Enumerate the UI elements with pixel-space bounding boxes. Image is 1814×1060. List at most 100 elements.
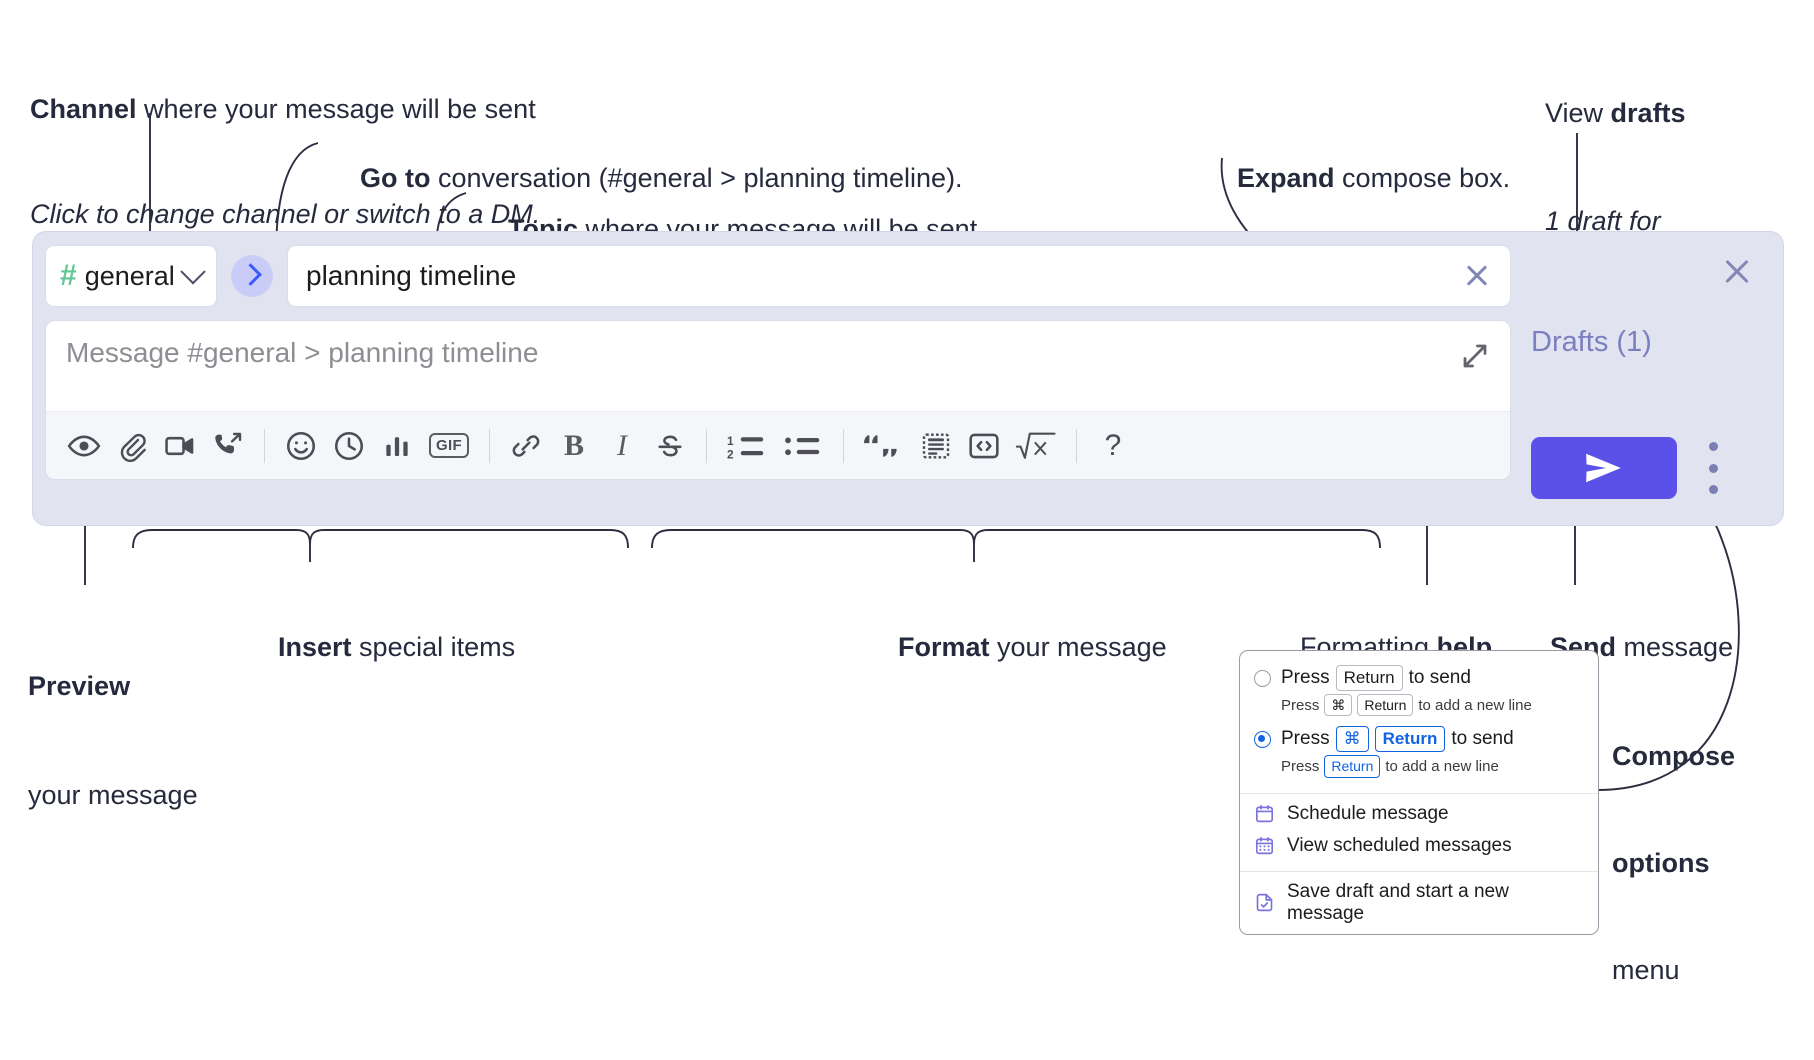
annotation-drafts-bold: drafts	[1610, 97, 1686, 128]
goto-conversation-button[interactable]	[231, 255, 273, 297]
gif-label: GIF	[429, 433, 469, 458]
channel-name-label: general	[84, 260, 175, 291]
annotation-channel-rest: where your message will be sent	[136, 94, 536, 125]
send-option-command-return[interactable]: Press ⌘ Return to send	[1240, 722, 1598, 753]
menu-item-save-draft[interactable]: Save draft and start a new message	[1240, 876, 1598, 930]
inline-code-icon[interactable]	[960, 422, 1008, 470]
annotation-format-rest: your message	[989, 632, 1167, 663]
annotation-drafts-pre: View	[1545, 97, 1611, 128]
chevron-right-icon	[239, 263, 262, 286]
annotation-preview-rest: your message	[28, 780, 198, 811]
compose-options-menu: Press Return to send Press ⌘ Return to a…	[1239, 650, 1599, 935]
key-command: ⌘	[1324, 694, 1353, 717]
close-icon[interactable]	[1460, 259, 1494, 293]
annotation-goto-bold: Go to	[360, 163, 431, 194]
send-option-return-sub: Press ⌘ Return to add a new line	[1240, 691, 1598, 722]
annotation-preview-bold: Preview	[28, 670, 131, 701]
drafts-link[interactable]: Drafts (1)	[1531, 326, 1652, 358]
annotation-expand-bold: Expand	[1237, 163, 1335, 194]
kebab-dot	[1708, 442, 1718, 451]
annotation-insert-bold: Insert	[278, 632, 352, 663]
toolbar-divider	[264, 428, 265, 463]
annotation-compose-options-bold1: Compose	[1612, 741, 1736, 772]
compose-right-rail: Drafts (1)	[1511, 232, 1783, 525]
menu-item-schedule-message-label: Schedule message	[1287, 802, 1449, 824]
bold-icon[interactable]: B	[550, 422, 598, 470]
message-input[interactable]: Message #general > planning timeline	[46, 321, 1510, 411]
gif-icon[interactable]: GIF	[421, 422, 477, 470]
radio-button-return[interactable]	[1254, 670, 1271, 687]
annotation-goto: Go to conversation (#general > planning …	[330, 126, 963, 231]
attachment-icon[interactable]	[108, 422, 156, 470]
send-option-command-return-label: Press ⌘ Return to send	[1281, 726, 1514, 753]
calendar-grid-icon	[1255, 837, 1274, 855]
compose-header-row: # general planning timeline	[45, 245, 1511, 307]
blockquote-icon[interactable]	[856, 422, 912, 470]
video-camera-icon[interactable]	[156, 422, 204, 470]
send-option-return-label: Press Return to send	[1281, 665, 1471, 692]
option2-sub-press: Press	[1281, 757, 1320, 775]
send-button[interactable]	[1531, 437, 1677, 499]
more-options-icon[interactable]	[1701, 442, 1725, 494]
annotation-send-rest: message	[1616, 632, 1734, 663]
help-icon[interactable]: ?	[1089, 422, 1137, 470]
annotation-insert-rest: special items	[351, 632, 516, 663]
toolbar-divider	[843, 428, 844, 463]
annotation-format: Format your message	[868, 595, 1167, 700]
key-return: Return	[1357, 694, 1414, 717]
annotation-expand-rest: compose box.	[1334, 163, 1511, 194]
kebab-dot	[1708, 485, 1718, 494]
close-icon[interactable]	[1719, 254, 1755, 290]
send-option-command-return-sub: Press Return to add a new line	[1240, 752, 1598, 783]
math-icon[interactable]	[1008, 422, 1064, 470]
compose-widget: # general planning timeline Message #gen…	[32, 231, 1784, 526]
annotation-format-bold: Format	[898, 632, 990, 663]
send-option-return[interactable]: Press Return to send	[1240, 661, 1598, 692]
topic-input-field[interactable]: planning timeline	[287, 245, 1511, 307]
option1-sub-tail: to add a new line	[1418, 696, 1532, 714]
menu-item-schedule-message[interactable]: Schedule message	[1240, 798, 1598, 830]
menu-item-view-scheduled-messages-label: View scheduled messages	[1287, 834, 1512, 856]
menu-item-save-draft-label: Save draft and start a new message	[1287, 880, 1509, 924]
emoji-icon[interactable]	[277, 422, 325, 470]
clock-icon[interactable]	[325, 422, 373, 470]
bold-glyph: B	[563, 428, 584, 462]
key-command: ⌘	[1335, 726, 1369, 753]
radio-button-command-return[interactable]	[1254, 731, 1271, 749]
bulleted-list-icon[interactable]	[775, 422, 831, 470]
annotation-channel-bold: Channel	[30, 94, 137, 125]
option2-sub-tail: to add a new line	[1385, 757, 1499, 775]
italic-glyph: I	[617, 428, 627, 462]
option1-press: Press	[1281, 667, 1330, 689]
code-block-icon[interactable]	[912, 422, 960, 470]
annotation-insert: Insert special items	[248, 595, 515, 700]
link-icon[interactable]	[502, 422, 550, 470]
send-icon	[1586, 453, 1621, 483]
annotation-compose-options: Compose options menu	[1612, 668, 1812, 1060]
annotation-compose-options-rest: menu	[1612, 955, 1680, 985]
ordered-list-icon[interactable]: 1 2	[719, 422, 775, 470]
topic-value: planning timeline	[306, 260, 517, 291]
channel-selector-button[interactable]: # general	[45, 245, 217, 307]
option1-sub-press: Press	[1281, 696, 1320, 714]
toolbar-divider	[706, 428, 707, 463]
italic-icon[interactable]: I	[598, 422, 646, 470]
formatting-toolbar: GIF B I	[46, 411, 1510, 479]
key-return: Return	[1324, 755, 1381, 778]
option2-press: Press	[1281, 728, 1330, 750]
preview-icon[interactable]	[60, 422, 108, 470]
hash-icon: #	[60, 259, 77, 292]
bar-chart-icon[interactable]	[373, 422, 421, 470]
option1-tail: to send	[1408, 667, 1471, 689]
menu-divider	[1240, 792, 1598, 794]
expand-icon[interactable]	[1460, 341, 1490, 371]
document-check-icon	[1256, 893, 1273, 912]
message-box: Message #general > planning timeline	[45, 320, 1511, 480]
menu-item-view-scheduled-messages[interactable]: View scheduled messages	[1240, 830, 1598, 862]
phone-arrow-icon[interactable]	[204, 422, 252, 470]
key-return: Return	[1374, 726, 1446, 753]
ordered-list-number-1: 1	[727, 433, 734, 447]
kebab-dot	[1708, 463, 1718, 473]
menu-divider	[1240, 870, 1598, 872]
strikethrough-icon[interactable]	[646, 422, 694, 470]
